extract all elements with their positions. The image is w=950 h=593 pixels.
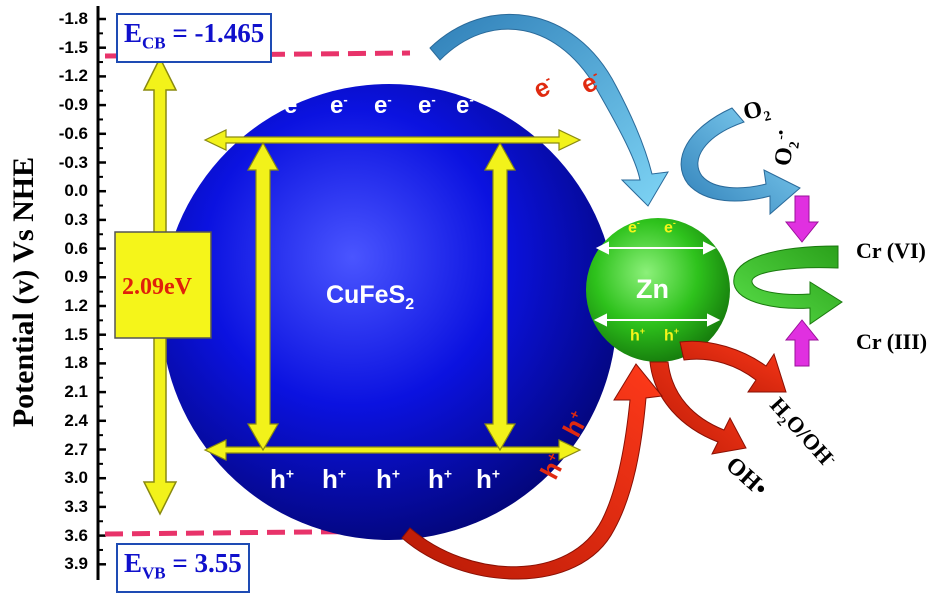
axis-tick-label: -0.9 [58,95,88,115]
axis-title: Potential (v) Vs NHE [7,156,40,428]
axis-tick-label: 2.4 [64,410,88,430]
hole-letter: h [376,464,392,494]
hole-transfer-arrow [401,363,663,580]
hole-symbol: h+ [476,464,500,495]
electron-letter: e [664,219,673,237]
hole-symbol: h+ [270,464,294,495]
electron-symbol: e- [284,92,302,120]
evb-value: = 3.55 [165,548,242,578]
ecb-subscript: CB [142,33,166,53]
electron-symbol: e- [664,218,676,237]
axis-tick-label: 1.8 [64,353,88,373]
cr3-label: Cr (III) [856,329,928,354]
hole-letter: h [664,327,674,345]
axis-tick-label: 0.0 [64,181,88,201]
electron-symbol: e- [628,218,640,237]
electron-transfer-arrow [429,13,669,207]
hole-symbol: h+ [664,326,679,345]
magenta-arrows [784,195,820,367]
axis-tick-label: 3.9 [64,554,88,574]
electron-sign: - [343,92,348,107]
axis-tick-label: 1.5 [64,324,88,344]
bandgap-box [114,231,212,339]
axis-tick-label: 1.2 [64,296,88,315]
hole-letter: h [630,327,640,345]
electron-symbol: e- [374,92,392,120]
axis-tick-label: -1.2 [58,66,88,86]
axis-tick-label: -1.5 [58,37,88,57]
cr-reduction-arrow [733,245,843,325]
ecb-symbol: E [124,18,143,48]
axis-tick-label: 0.9 [64,267,88,287]
evb-label: EVB = 3.55 [116,543,250,593]
electron-letter: e [284,92,298,119]
cr6-label: Cr (VI) [856,238,926,263]
electron-letter: e [330,92,344,119]
oxidation-arrow-oh [649,361,747,455]
electron-symbol: e- [456,92,474,120]
oxidation-arrow-h2o [679,340,787,393]
zn-sphere [586,218,730,362]
axis-tick-label: 3.0 [64,468,88,488]
axis-tick-label: 0.3 [64,209,88,229]
hole-letter: h [428,464,444,494]
semiconductor-formula: CuFeS [326,281,406,309]
hole-symbol: h+ [428,464,452,495]
superoxide-label: O2-• [770,129,805,168]
hole-sign: + [673,326,680,336]
axis-tick-label: -1.8 [58,9,88,28]
hole-symbol: h+ [630,326,645,345]
bandgap-value: 2.09eV [122,274,192,300]
hole-symbol: h+ [376,464,400,495]
axis-ticks [98,17,106,566]
hole-sign: + [285,465,295,482]
axis-tick-label: 2.7 [64,439,88,459]
hole-symbol: h+ [322,464,346,495]
hole-letter: h [476,464,492,494]
o2-reduction-arrow [680,107,801,216]
axis-tick-label: 2.1 [64,382,88,402]
superoxide-charge: -• [773,129,790,141]
axis-tick-label: -0.6 [58,123,88,143]
electron-sign: - [387,92,392,107]
electron-letter: e [456,92,470,119]
internal-band-arrows [203,129,582,461]
hole-sign: + [391,465,401,482]
axis-tick-label: 3.3 [64,496,88,516]
superoxide-formula: O [770,145,799,168]
electron-letter: e [374,92,388,119]
ecb-value: = -1.465 [165,18,265,48]
electron-sign: - [636,218,640,228]
hole-sign: + [443,465,453,482]
electron-letter: e [628,219,637,237]
electron-sign: - [431,92,436,107]
ecb-label: ECB = -1.465 [116,13,273,64]
hole-sign: + [639,326,646,336]
electron-symbol: e- [418,92,436,120]
electron-sign: - [469,92,474,107]
electron-sign: - [297,92,302,107]
evb-symbol: E [124,548,143,578]
electron-sign: - [672,218,676,228]
electron-symbol: e- [330,92,348,120]
hole-sign: + [337,465,347,482]
hole-letter: h [270,464,286,494]
evb-subscript: VB [142,563,166,583]
semiconductor-subscript: 2 [405,296,415,313]
zn-label: Zn [636,274,669,304]
zn-internal-arrows [593,241,721,327]
electron-letter: e [418,92,432,119]
axis-tick-label: 3.6 [64,525,88,545]
hole-letter: h [322,464,338,494]
semiconductor-label: CuFeS2 [326,281,414,314]
axis-tick-label: -0.3 [58,152,88,172]
axis-tick-label: 0.6 [64,238,88,258]
hole-sign: + [491,465,501,482]
